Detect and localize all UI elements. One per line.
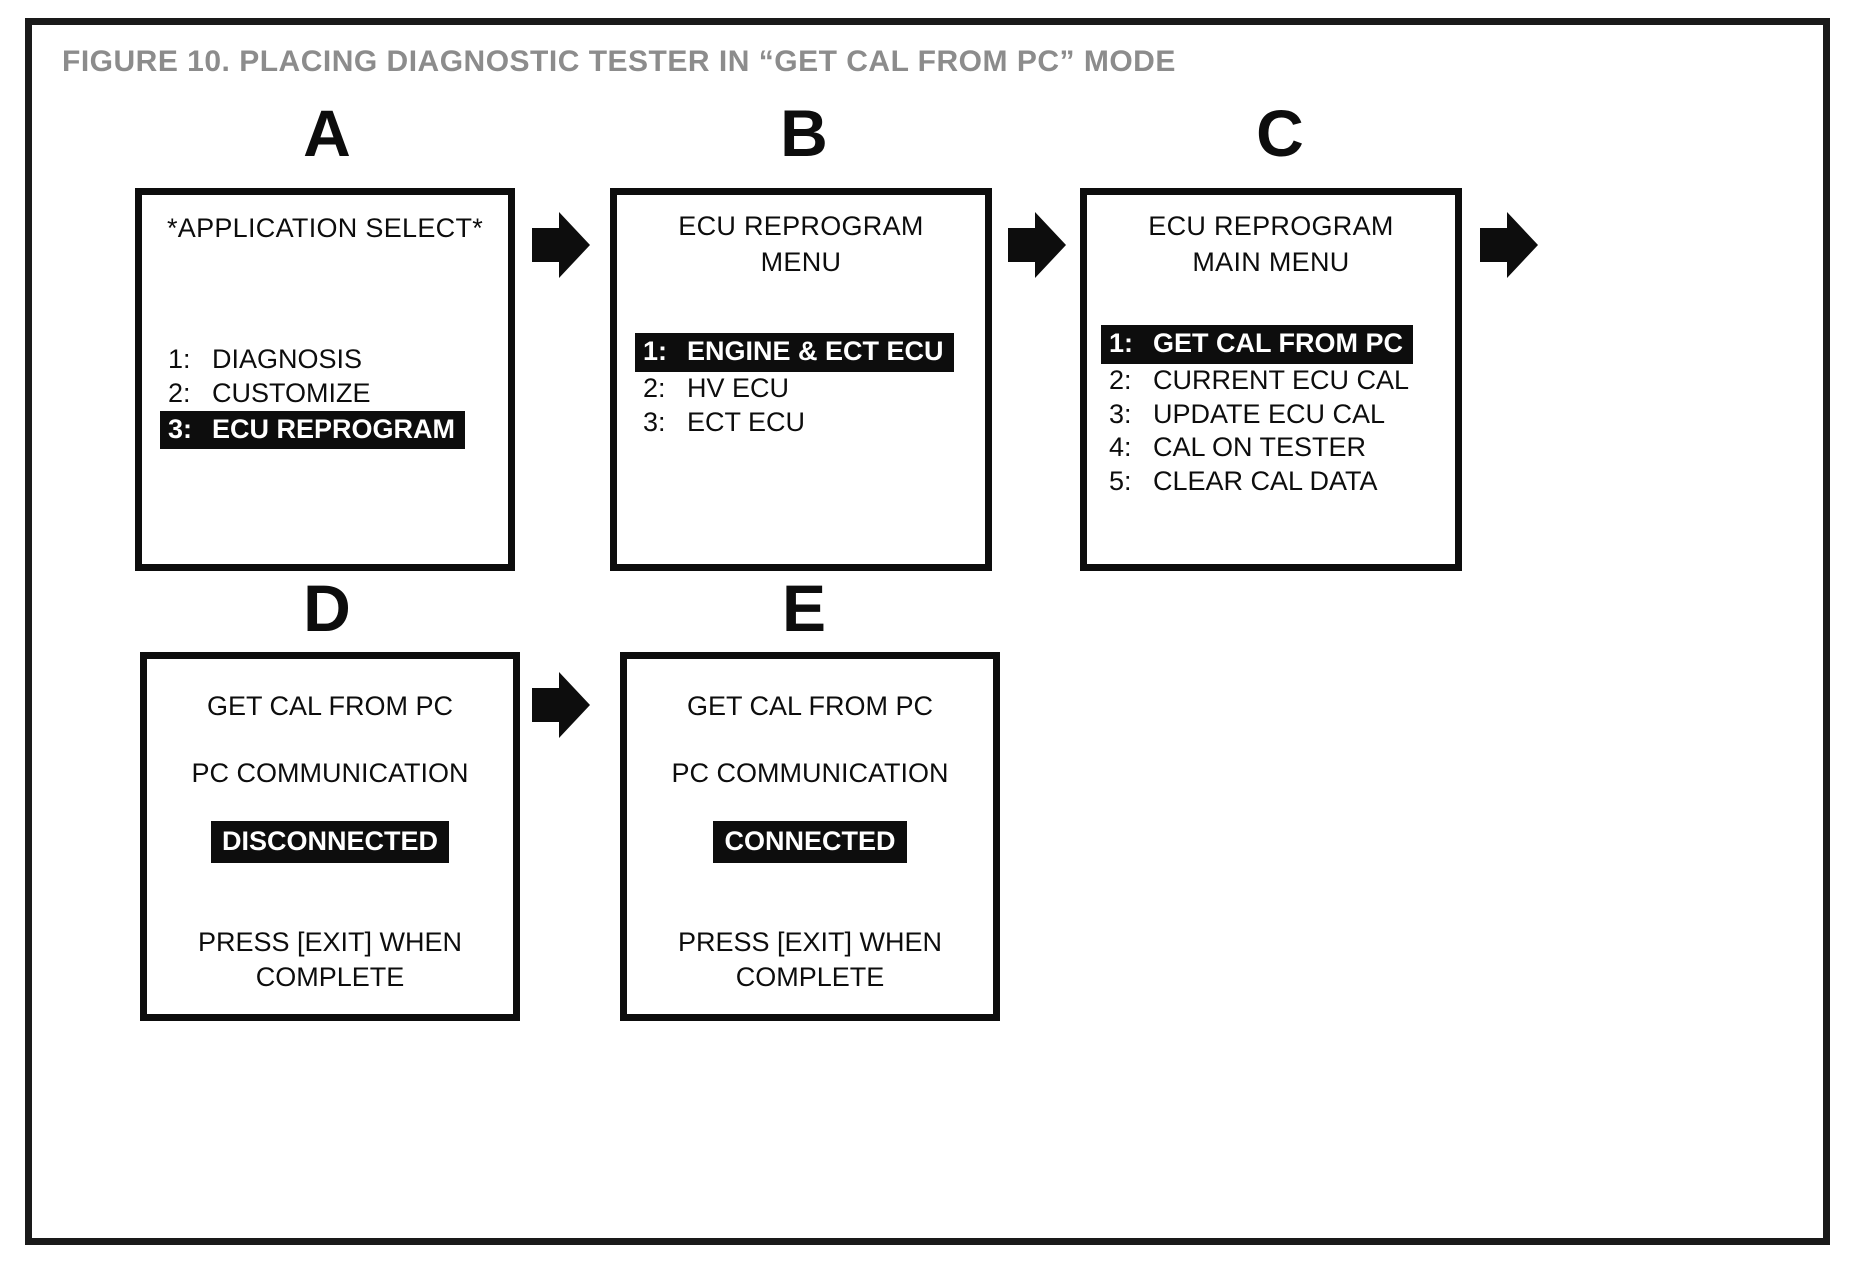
screen-panel-e: GET CAL FROM PC PC COMMUNICATION CONNECT…	[620, 652, 1000, 1021]
figure-title: FIGURE 10. PLACING DIAGNOSTIC TESTER IN …	[62, 45, 1176, 78]
menu-item-c-2-index: 2:	[1109, 364, 1132, 395]
menu-item-c-5[interactable]: 5: CLEAR CAL DATA	[1109, 465, 1378, 499]
screen-panel-b: ECU REPROGRAM MENU 1: ENGINE & ECT ECU 2…	[610, 188, 992, 571]
arrow-d-to-e-icon	[532, 672, 590, 738]
menu-item-a-1-label: DIAGNOSIS	[212, 343, 363, 374]
panel-letter-d: D	[303, 571, 351, 645]
screen-d-footer-line1: PRESS [EXIT] WHEN	[197, 927, 463, 958]
panel-letter-e: E	[781, 571, 827, 645]
menu-item-c-4[interactable]: 4: CAL ON TESTER	[1109, 431, 1366, 465]
menu-item-b-2-label: HV ECU	[687, 372, 790, 403]
screen-d-status-badge: DISCONNECTED	[210, 821, 449, 864]
menu-item-c-4-index: 4:	[1109, 432, 1132, 463]
menu-item-b-1-index: 1:	[643, 335, 668, 366]
menu-item-c-1-label: GET CAL FROM PC	[1153, 327, 1404, 358]
menu-item-c-1[interactable]: 1: GET CAL FROM PC	[1101, 324, 1414, 364]
menu-item-b-2[interactable]: 2: HV ECU	[643, 372, 789, 406]
arrow-b-to-c-icon	[1008, 212, 1066, 278]
menu-list-b: 1: ENGINE & ECT ECU 2: HV ECU 3: ECT ECU	[635, 332, 985, 440]
screen-d-footer-line2: COMPLETE	[255, 962, 405, 993]
screen-e-status-badge: CONNECTED	[713, 821, 907, 864]
screen-e-footer-line2: COMPLETE	[735, 962, 885, 993]
menu-item-a-1[interactable]: 1: DIAGNOSIS	[168, 343, 362, 377]
screen-c-title: ECU REPROGRAM MAIN MENU	[1148, 211, 1394, 277]
menu-list-a: 1: DIAGNOSIS 2: CUSTOMIZE 3: ECU REPROGR…	[160, 343, 508, 450]
screen-e-footer-line1: PRESS [EXIT] WHEN	[677, 927, 943, 958]
panel-letter-b: B	[780, 96, 828, 170]
menu-list-c: 1: GET CAL FROM PC 2: CURRENT ECU CAL 3:…	[1101, 324, 1455, 499]
screen-d-line1: GET CAL FROM PC	[206, 691, 454, 721]
screen-e-line1: GET CAL FROM PC	[686, 691, 934, 721]
menu-item-a-2[interactable]: 2: CUSTOMIZE	[168, 377, 371, 411]
menu-item-b-2-index: 2:	[643, 372, 666, 403]
menu-item-a-2-index: 2:	[168, 377, 191, 408]
menu-item-c-4-label: CAL ON TESTER	[1153, 432, 1367, 463]
screen-b-title: ECU REPROGRAM MENU	[678, 211, 924, 277]
menu-item-a-3-index: 3:	[168, 413, 193, 444]
menu-item-b-3-index: 3:	[643, 406, 666, 437]
menu-item-a-1-index: 1:	[168, 343, 191, 374]
menu-item-c-5-index: 5:	[1109, 466, 1132, 497]
screen-e-line2: PC COMMUNICATION	[671, 758, 949, 789]
menu-item-c-2-label: CURRENT ECU CAL	[1153, 364, 1410, 395]
menu-item-c-5-label: CLEAR CAL DATA	[1153, 466, 1378, 497]
menu-item-b-3-label: ECT ECU	[687, 406, 806, 437]
screen-panel-a: *APPLICATION SELECT* 1: DIAGNOSIS 2: CUS…	[135, 188, 515, 571]
menu-item-b-1-label: ENGINE & ECT ECU	[687, 335, 944, 366]
screen-a-title: *APPLICATION SELECT*	[166, 213, 484, 243]
menu-item-c-1-index: 1:	[1109, 327, 1134, 358]
menu-item-c-3[interactable]: 3: UPDATE ECU CAL	[1109, 398, 1385, 432]
menu-item-c-3-label: UPDATE ECU CAL	[1153, 398, 1386, 429]
menu-item-a-3-label: ECU REPROGRAM	[212, 413, 456, 444]
menu-item-c-2[interactable]: 2: CURRENT ECU CAL	[1109, 364, 1409, 398]
screen-panel-c: ECU REPROGRAM MAIN MENU 1: GET CAL FROM …	[1080, 188, 1462, 571]
menu-item-b-3[interactable]: 3: ECT ECU	[643, 406, 805, 440]
menu-item-b-1[interactable]: 1: ENGINE & ECT ECU	[635, 332, 954, 372]
menu-item-c-3-index: 3:	[1109, 398, 1132, 429]
arrow-c-to-d-icon	[1480, 212, 1538, 278]
arrow-a-to-b-icon	[532, 212, 590, 278]
menu-item-a-3[interactable]: 3: ECU REPROGRAM	[160, 410, 466, 450]
screen-d-line2: PC COMMUNICATION	[191, 758, 469, 789]
menu-item-a-2-label: CUSTOMIZE	[212, 377, 371, 408]
panel-letter-a: A	[303, 96, 351, 170]
figure-frame: FIGURE 10. PLACING DIAGNOSTIC TESTER IN …	[25, 18, 1830, 1245]
panel-letter-c: C	[1256, 96, 1304, 170]
screen-panel-d: GET CAL FROM PC PC COMMUNICATION DISCONN…	[140, 652, 520, 1021]
